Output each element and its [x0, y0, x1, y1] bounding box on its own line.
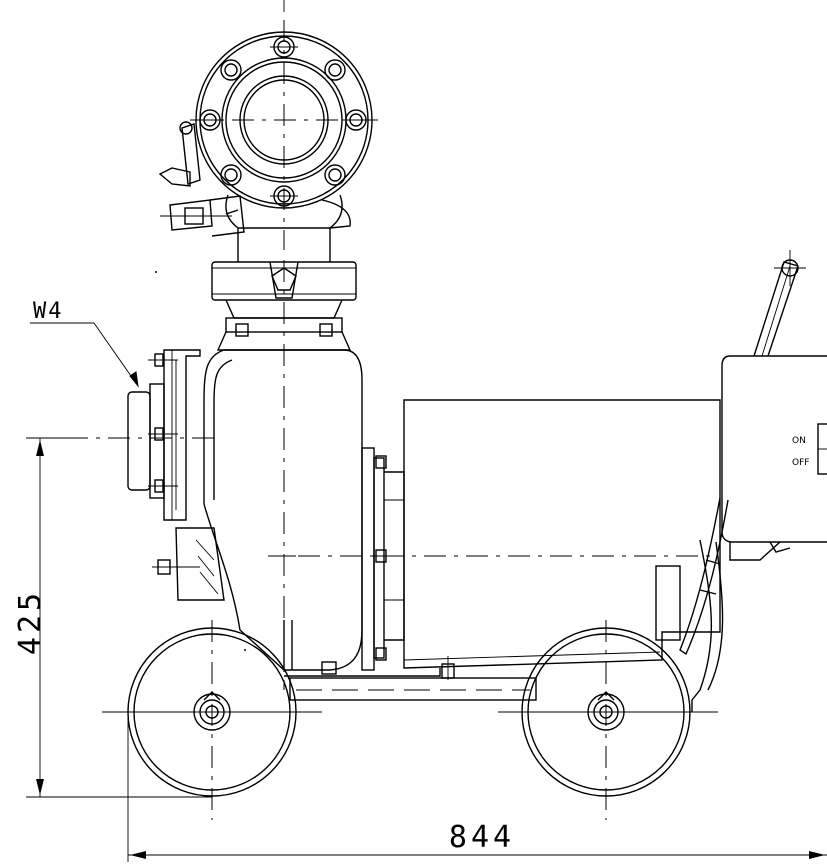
suction-flange [66, 349, 225, 601]
length-dimension: 844 [127, 718, 827, 862]
switch-on-label: ON [792, 436, 806, 446]
length-dimension-label: 844 [449, 820, 515, 855]
height-dimension: 425 [13, 437, 212, 798]
rear-wheel [498, 620, 718, 820]
control-box: ON OFF [721, 355, 827, 561]
flange-bolt-bottom-right [324, 164, 346, 186]
cart-handle [679, 250, 806, 712]
switch-off-label: OFF [792, 458, 809, 468]
pump-casing [203, 260, 710, 690]
front-wheel [102, 620, 322, 820]
flange-bolt-bottom-left [220, 164, 242, 186]
flange-bolt-top-right [324, 59, 346, 81]
height-dimension-label: 425 [13, 589, 48, 655]
weld-callout: W4 [30, 299, 139, 388]
weld-callout-label: W4 [33, 299, 64, 324]
flange-bolt-top-left [220, 59, 242, 81]
discharge-neck [225, 194, 351, 262]
cart-frame [284, 656, 537, 701]
valve-lever [158, 121, 245, 237]
motor-housing [403, 399, 721, 669]
bearing-flange [361, 447, 405, 671]
discharge-flange [190, 0, 378, 250]
